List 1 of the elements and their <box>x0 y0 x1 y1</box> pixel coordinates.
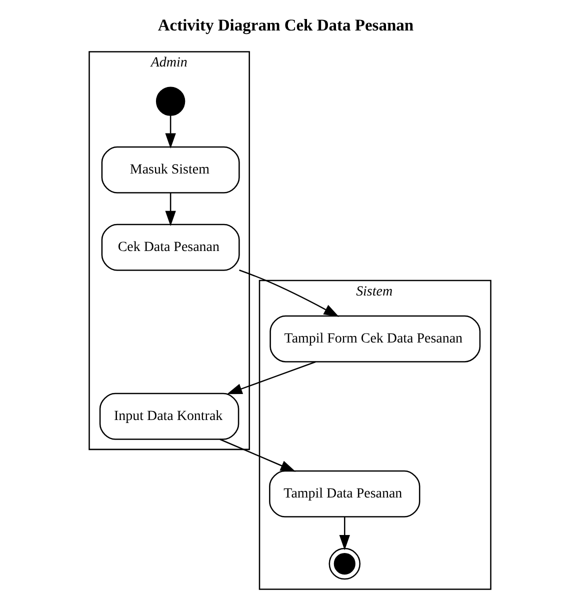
diagram-title: Activity Diagram Cek Data Pesanan <box>158 16 414 35</box>
